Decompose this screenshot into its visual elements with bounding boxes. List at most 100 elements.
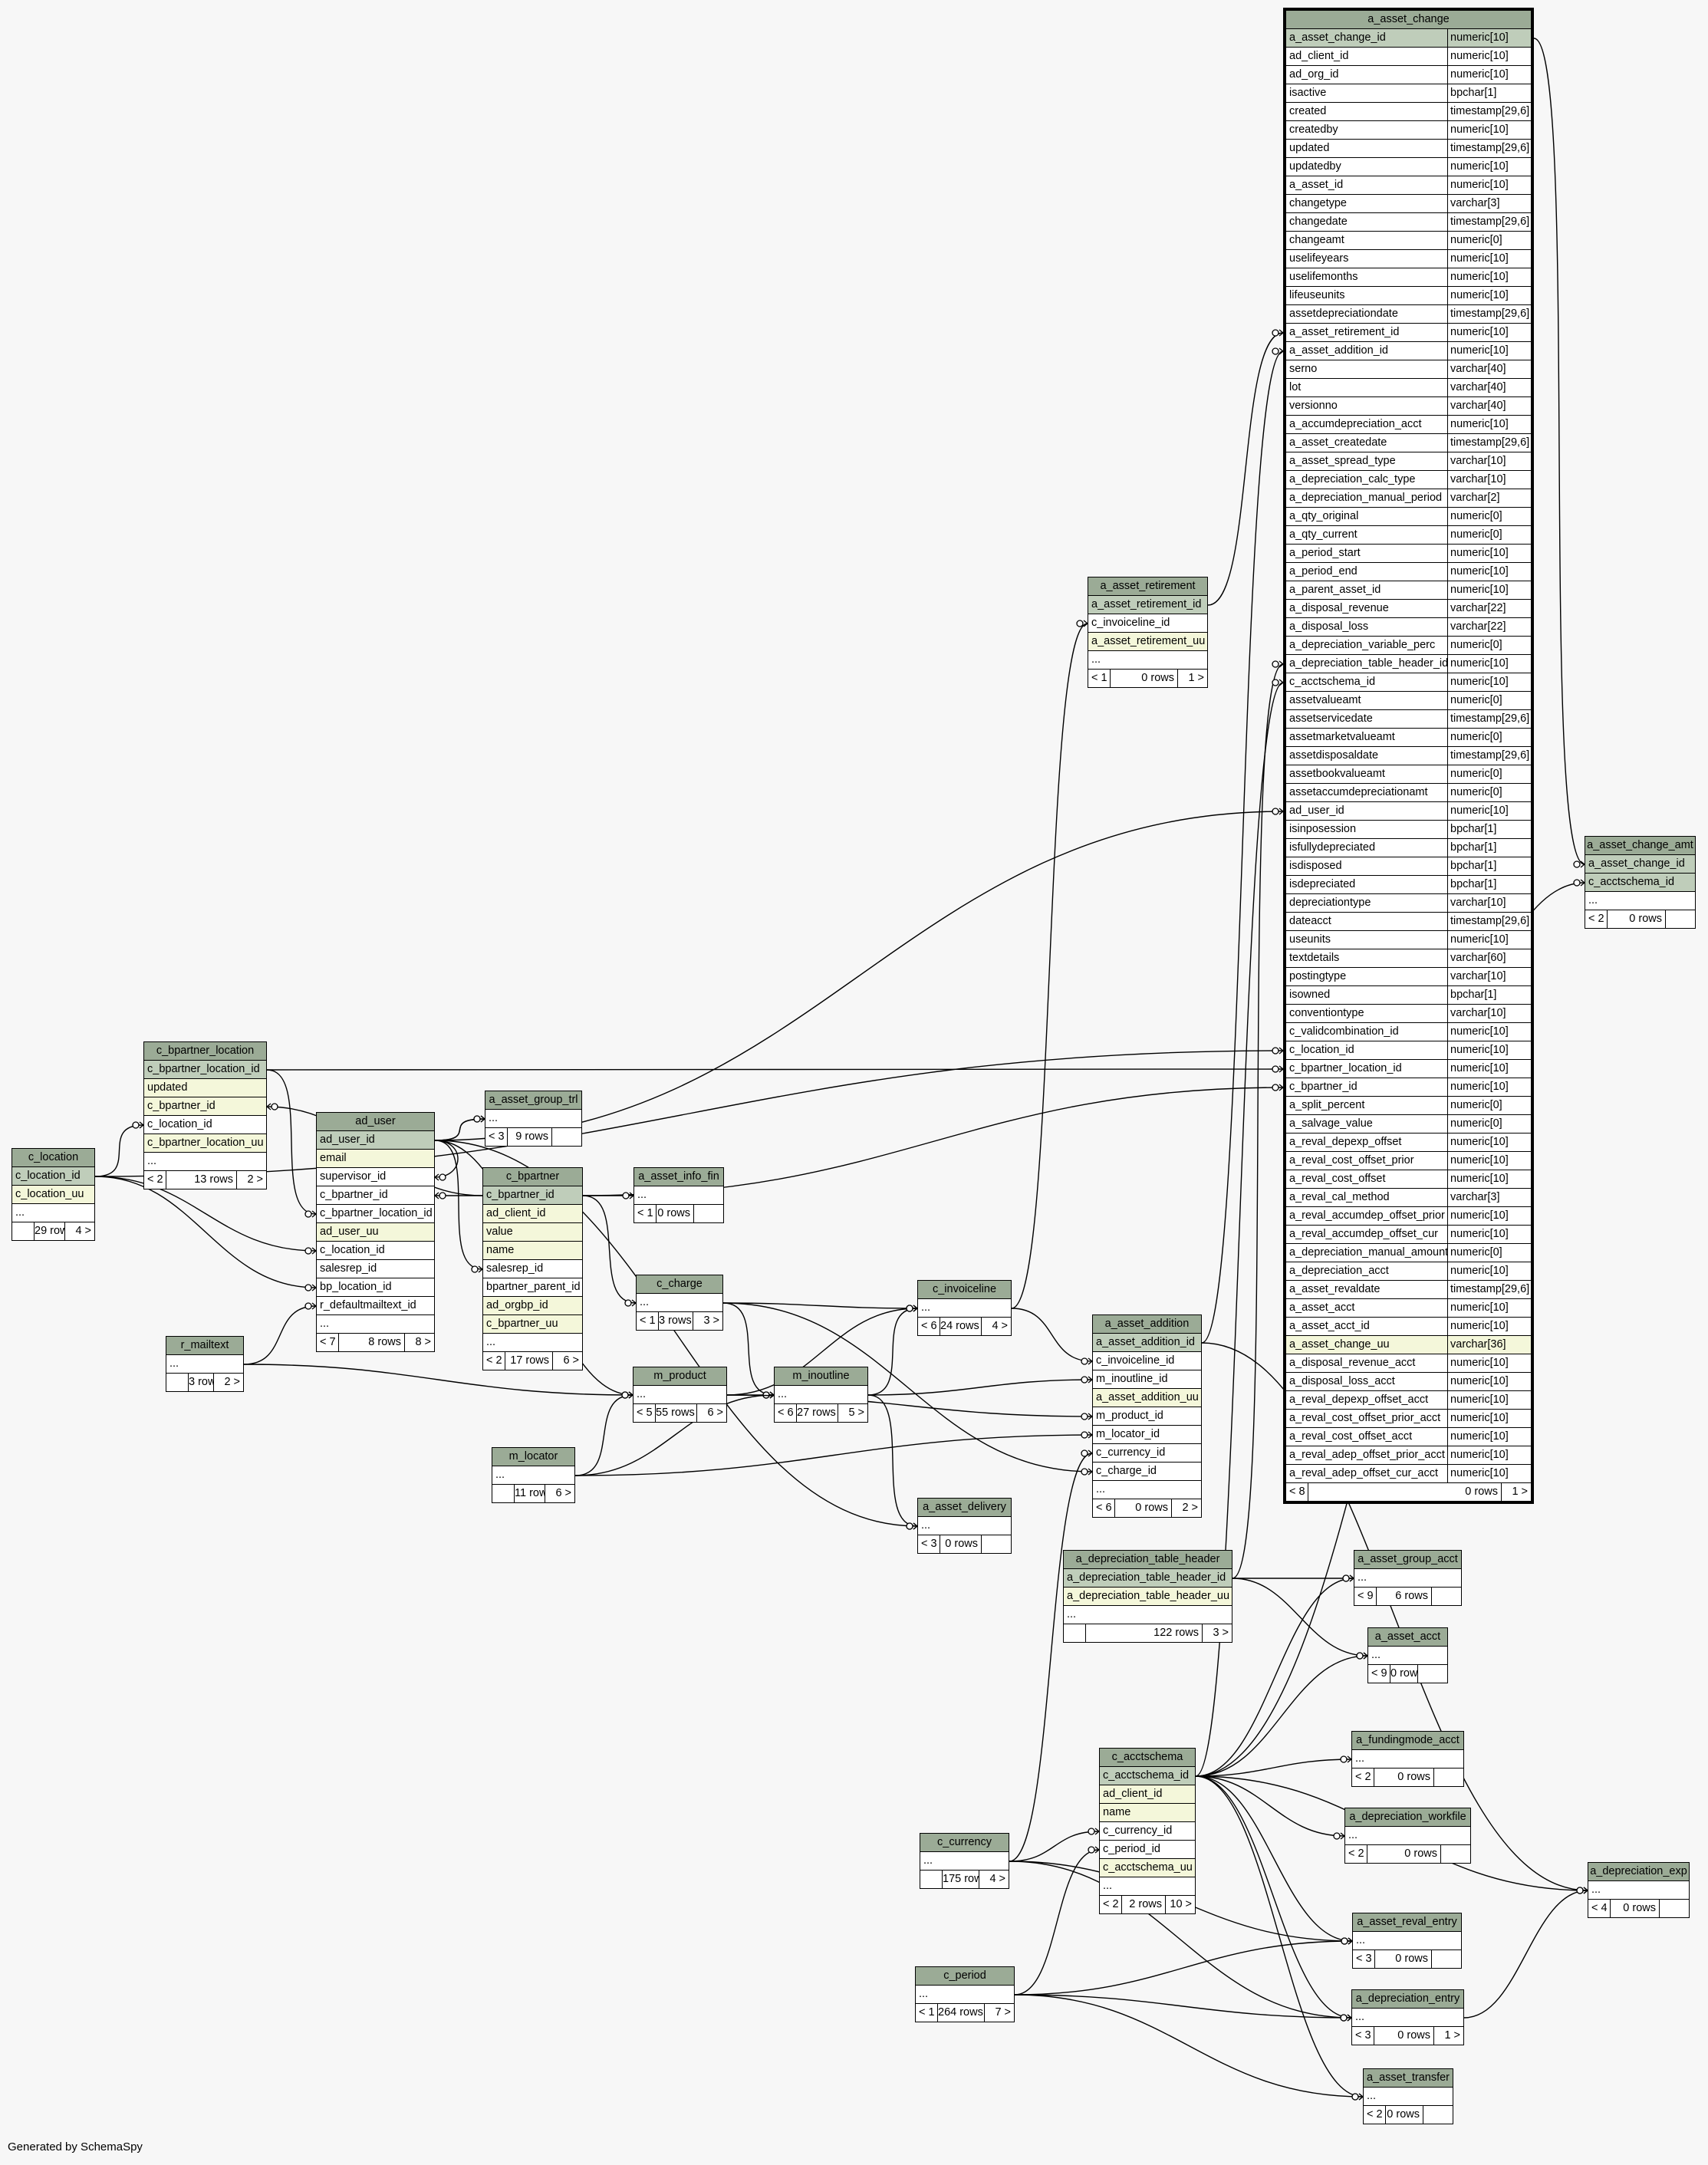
parents-count[interactable]: < 6 — [918, 1318, 940, 1335]
column-row[interactable]: ad_user_uu — [317, 1223, 434, 1242]
table-header[interactable]: a_asset_group_acct — [1354, 1551, 1461, 1569]
parents-count[interactable]: < 3 — [1352, 2027, 1374, 2045]
children-count[interactable] — [1432, 1588, 1461, 1605]
column-row[interactable]: c_location_id — [12, 1167, 94, 1186]
column-row[interactable]: supervisor_id — [317, 1168, 434, 1186]
children-count[interactable]: 2 > — [247, 1173, 263, 1186]
column-row[interactable]: ... — [1093, 1481, 1201, 1499]
parents-count[interactable]: < 1 — [916, 2004, 938, 2022]
column-row[interactable]: m_product_id — [1093, 1407, 1201, 1426]
column-row[interactable]: a_depreciation_table_header_uu — [1064, 1588, 1232, 1606]
parents-count[interactable]: < 6 — [1093, 1499, 1115, 1517]
column-row[interactable]: c_bpartner_uu — [483, 1315, 582, 1334]
children-count[interactable]: 1 > — [1512, 1486, 1528, 1498]
column-row[interactable]: c_currency_id — [1100, 1822, 1195, 1841]
column-row[interactable]: ad_user_id — [317, 1131, 434, 1150]
column-row[interactable]: ... — [317, 1315, 434, 1334]
table-header[interactable]: a_depreciation_table_header — [1064, 1551, 1232, 1569]
column-row[interactable]: name — [1100, 1804, 1195, 1822]
column-row[interactable]: a_asset_retirement_uu — [1088, 633, 1207, 651]
table-header[interactable]: c_acctschema — [1100, 1749, 1195, 1767]
column-row[interactable]: ... — [916, 1986, 1014, 2004]
children-count[interactable]: 8 > — [415, 1336, 431, 1348]
column-row[interactable]: ... — [483, 1334, 582, 1352]
table-header[interactable]: r_mailtext — [166, 1337, 243, 1355]
children-count[interactable]: 2 > — [1182, 1502, 1198, 1514]
children-count[interactable]: 10 > — [1170, 1898, 1192, 1910]
table-header[interactable]: a_asset_retirement — [1088, 577, 1207, 596]
column-row[interactable]: ad_client_id — [1100, 1785, 1195, 1804]
column-row[interactable]: ... — [144, 1153, 266, 1171]
column-row[interactable]: ... — [1064, 1606, 1232, 1624]
table-header[interactable]: a_asset_transfer — [1364, 2069, 1453, 2088]
column-row[interactable]: ... — [1352, 1750, 1463, 1769]
column-row[interactable]: ... — [166, 1355, 243, 1374]
column-row[interactable]: bpartner_parent_id — [483, 1278, 582, 1297]
children-count[interactable]: 4 > — [992, 1320, 1008, 1332]
column-row[interactable]: c_acctschema_id — [1585, 874, 1695, 892]
column-row[interactable]: a_asset_retirement_id — [1088, 596, 1207, 614]
children-count[interactable]: 3 > — [1213, 1627, 1229, 1639]
parents-count[interactable]: < 8 — [1286, 1483, 1308, 1501]
parents-count[interactable] — [12, 1222, 35, 1240]
children-count[interactable]: 1 > — [1444, 2029, 1460, 2042]
column-row[interactable]: salesrep_id — [483, 1260, 582, 1278]
parents-count[interactable]: < 2 — [1100, 1896, 1122, 1913]
parents-count[interactable]: < 7 — [317, 1334, 339, 1351]
children-count[interactable] — [1432, 1950, 1461, 1968]
table-header[interactable]: a_asset_info_fin — [634, 1168, 723, 1186]
parents-count[interactable]: < 3 — [1353, 1950, 1375, 1968]
children-count[interactable]: 6 > — [563, 1354, 579, 1367]
column-row[interactable]: name — [483, 1242, 582, 1260]
column-row[interactable]: ... — [775, 1386, 867, 1404]
table-header[interactable]: a_asset_change_amt — [1585, 837, 1695, 855]
column-row[interactable]: c_period_id — [1100, 1841, 1195, 1859]
children-count[interactable] — [1666, 910, 1695, 928]
column-row[interactable]: c_charge_id — [1093, 1463, 1201, 1481]
children-count[interactable]: 4 > — [989, 1873, 1005, 1885]
